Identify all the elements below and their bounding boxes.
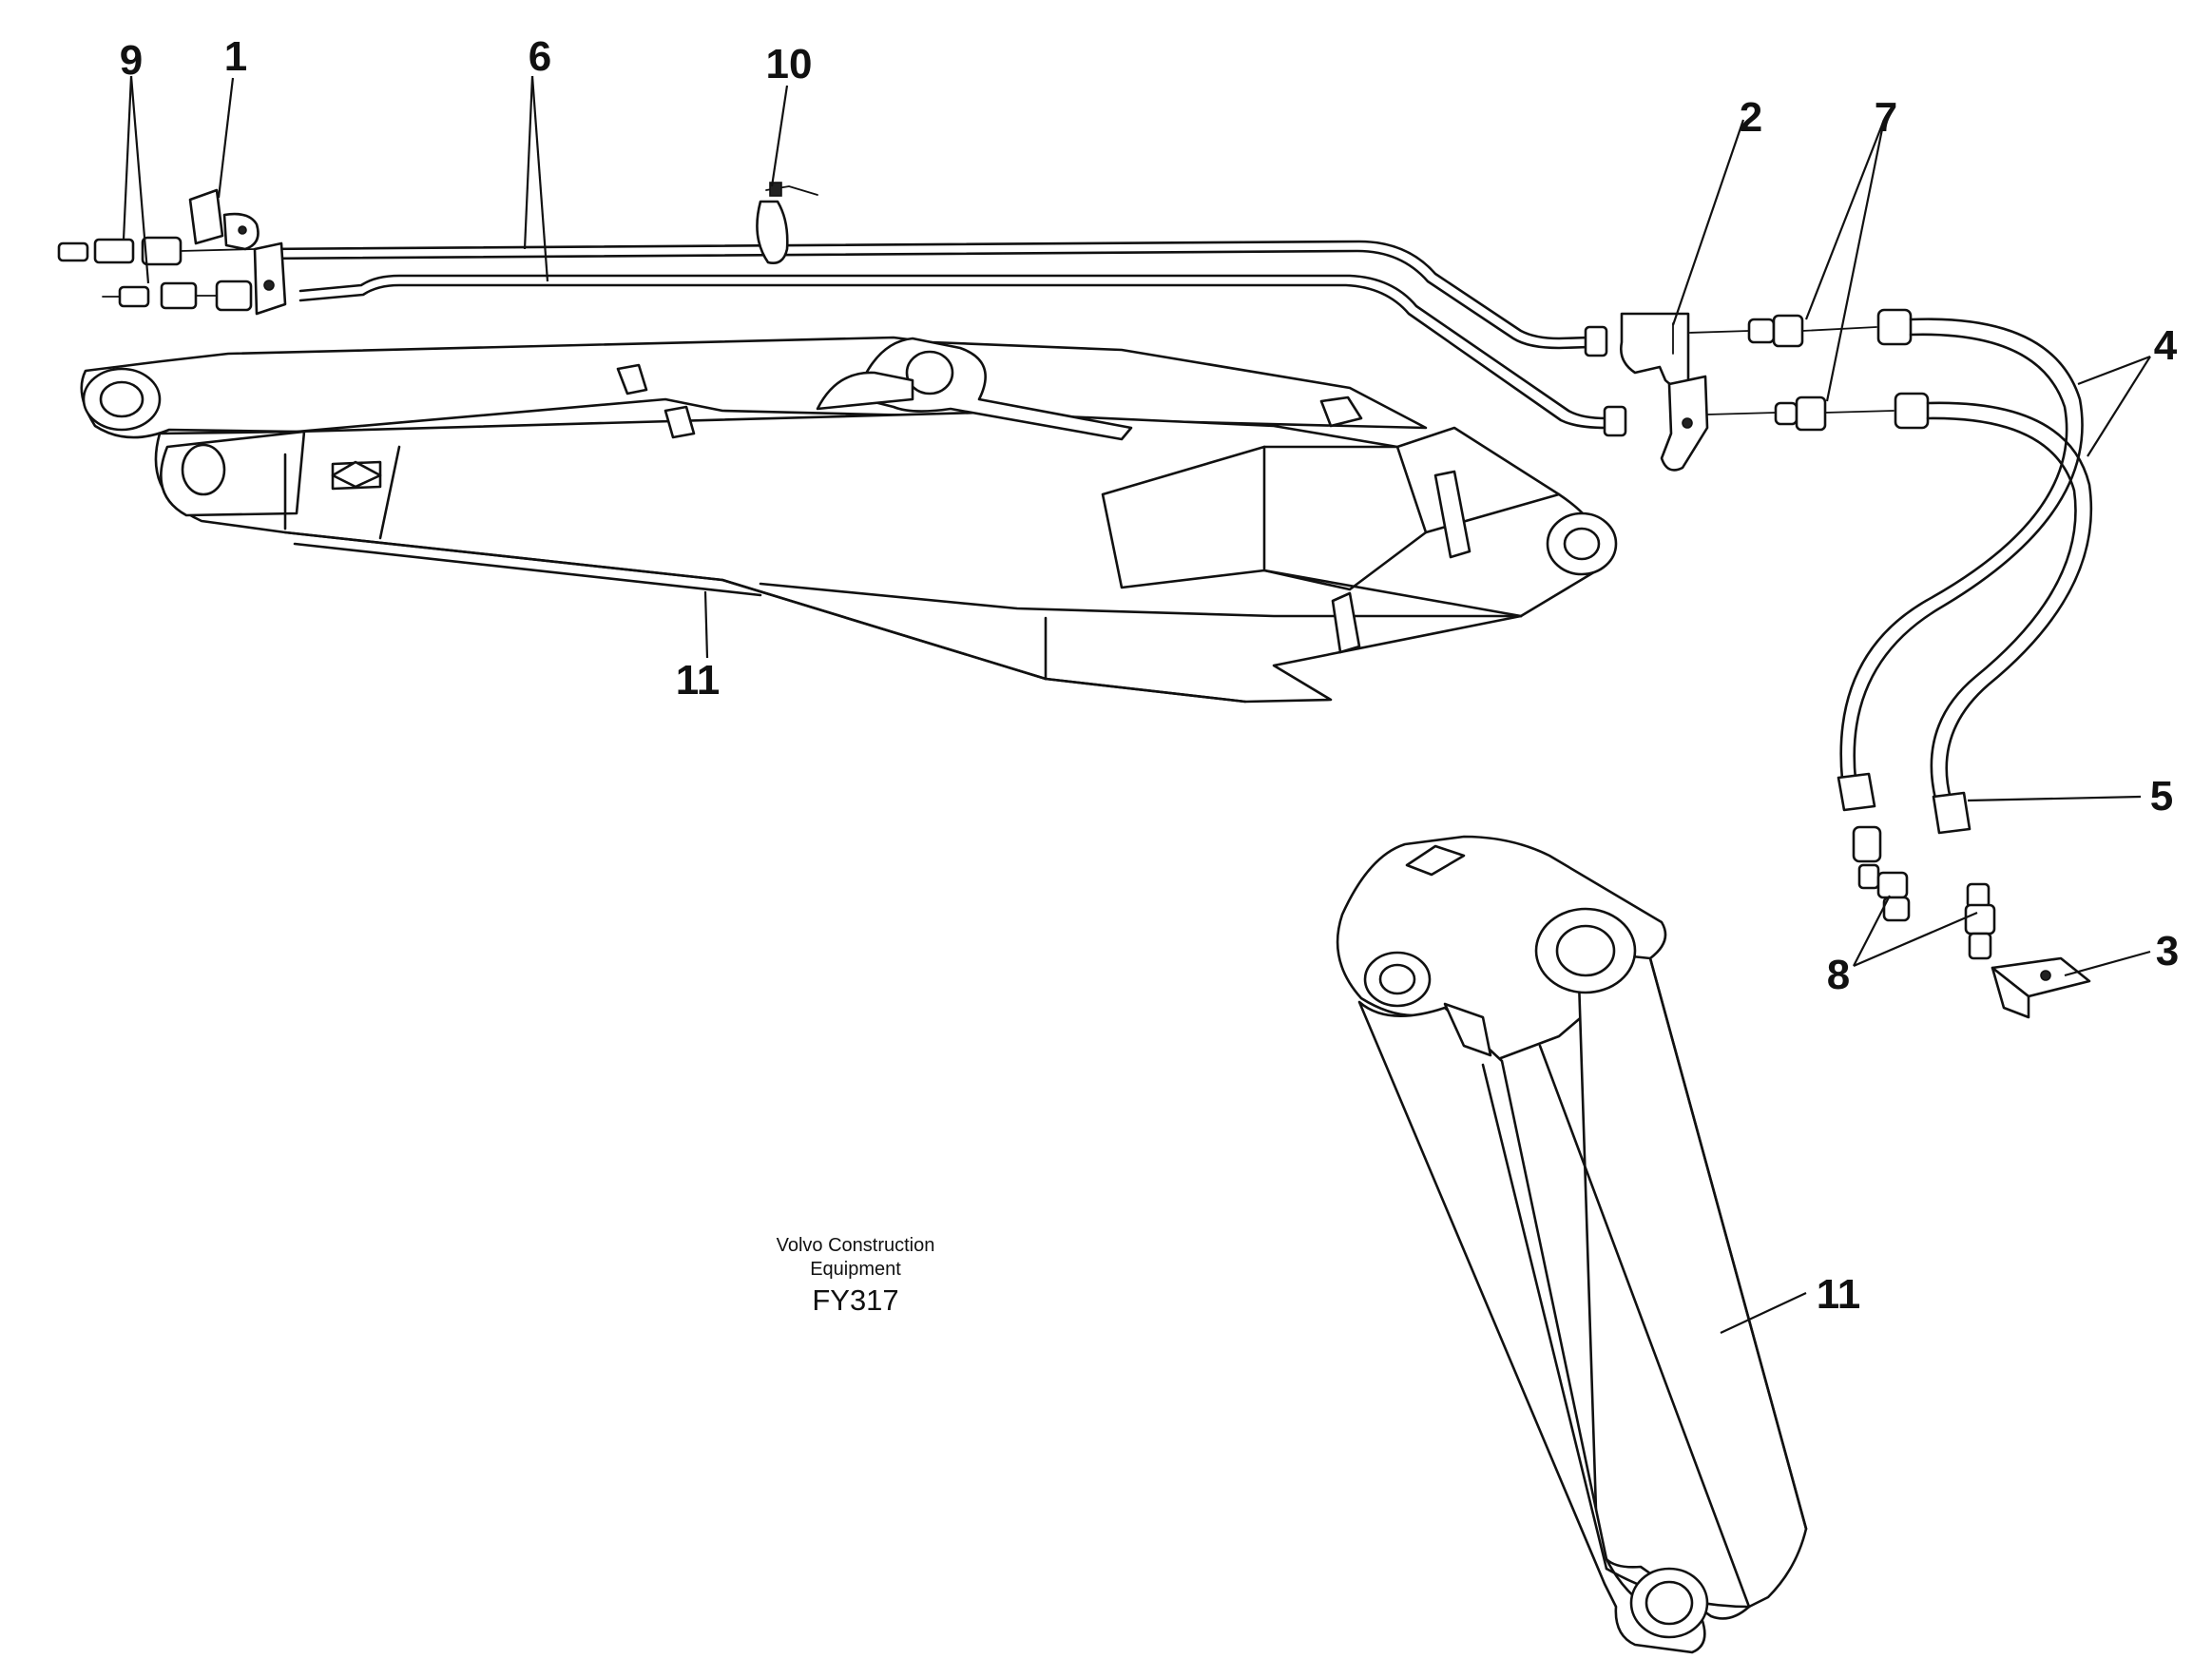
callout-11-arm: 11	[1817, 1271, 1861, 1318]
long-reach-boom	[80, 336, 1618, 704]
callout-10: 10	[766, 41, 813, 87]
callout-9: 9	[120, 37, 143, 84]
nipples-7	[1687, 314, 1895, 432]
callout-6: 6	[529, 33, 551, 80]
leader-lines	[122, 75, 2151, 1334]
watermark: Volvo Construction Equipment FY317	[665, 1234, 1046, 1320]
callout-3: 3	[2156, 928, 2179, 974]
hoses-4	[1837, 308, 2093, 835]
pipe-clamp	[756, 182, 818, 264]
callout-2: 2	[1740, 94, 1762, 141]
callout-labels: 9 1 6 10 2 7 4 5 3 8 11 11	[120, 33, 2179, 1318]
callout-7: 7	[1875, 94, 1897, 141]
nipples-8-bracket-3	[1852, 825, 2091, 1019]
callout-8: 8	[1827, 952, 1850, 998]
left-fittings	[57, 188, 287, 316]
callout-5: 5	[2150, 773, 2173, 820]
right-brackets	[1620, 312, 1709, 472]
callout-11-boom: 11	[676, 657, 721, 704]
watermark-line-1: Volvo Construction	[776, 1235, 935, 1256]
hydraulic-pipes	[255, 240, 1627, 437]
callout-4: 4	[2154, 322, 2178, 369]
drawing-code: FY317	[812, 1283, 899, 1317]
callout-1: 1	[224, 33, 247, 80]
watermark-line-2: Equipment	[810, 1259, 901, 1280]
dipper-arm	[1336, 835, 1808, 1654]
